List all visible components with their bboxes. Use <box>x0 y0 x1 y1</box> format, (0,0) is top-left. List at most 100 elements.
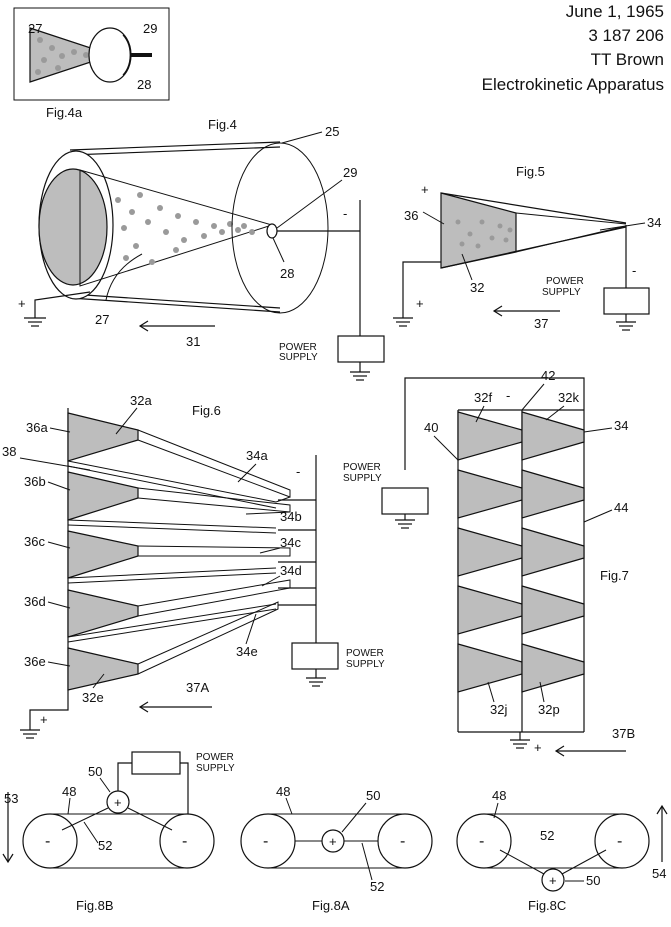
fig4-caption: Fig.4 <box>208 117 237 132</box>
fig6-minus: - <box>296 464 300 479</box>
fig8a-label-48: 48 <box>276 784 290 799</box>
fig8a-label-52: 52 <box>370 879 384 894</box>
fig7-minus: - <box>506 388 510 403</box>
fig4-ground-wire <box>34 291 91 318</box>
fig4-top-edge <box>69 141 281 151</box>
header-date: June 1, 1965 <box>566 2 664 21</box>
fig8b-label-50: 50 <box>88 764 102 779</box>
fig7-label-34: 34 <box>614 418 628 433</box>
fig7-label-32j: 32j <box>490 702 507 717</box>
fig8b-minus-left: - <box>45 833 50 850</box>
fig6-plus: + <box>40 712 48 727</box>
fig8c-label-54: 54 <box>652 866 666 881</box>
fig5-plus-top: + <box>421 182 429 197</box>
fig5-minus: - <box>632 263 636 278</box>
fig8c-wire-electrode <box>541 868 565 892</box>
fig6-label-36e: 36e <box>24 654 46 669</box>
fig6-label-38: 38 <box>2 444 16 459</box>
fig4-supply-label-2: SUPPLY <box>279 352 318 363</box>
fig4a: 27 29 28 Fig.4a <box>13 7 170 120</box>
fig7-label-42: 42 <box>541 368 555 383</box>
fig7-neg-wire <box>404 377 585 470</box>
fig8b-plus: + <box>114 795 122 810</box>
fig5-label-34: 34 <box>647 215 661 230</box>
fig6-label-36d: 36d <box>24 594 46 609</box>
fig6-caption: Fig.6 <box>192 403 221 418</box>
fig5-supply-label-1: POWER <box>546 276 584 287</box>
fig8a-label-50: 50 <box>366 788 380 803</box>
fig4a-particles <box>35 37 89 75</box>
fig8a-plus: + <box>329 834 337 849</box>
fig8c-label-48: 48 <box>492 788 506 803</box>
fig8a-minus-right: - <box>400 833 405 850</box>
fig8a-caption: Fig.8A <box>312 898 350 913</box>
fig6-label-34c: 34c <box>280 535 301 550</box>
fig8c-plus: + <box>549 873 557 888</box>
fig6-label-36c: 36c <box>24 534 45 549</box>
fig6-label-37A: 37A <box>186 680 209 695</box>
fig5-caption: Fig.5 <box>516 164 545 179</box>
fig7-label-32f: 32f <box>474 390 492 405</box>
fig8b-label-53: 53 <box>4 791 18 806</box>
fig5-ground-wire <box>402 261 441 318</box>
fig6-supply-label-1: POWER <box>346 648 384 659</box>
fig6: Fig.6 - POWER <box>2 393 385 739</box>
header-block: June 1, 1965 3 187 206 TT Brown Electrok… <box>482 2 664 94</box>
fig6-label-36a: 36a <box>26 420 48 435</box>
fig8b-caption: Fig.8B <box>76 898 114 913</box>
fig6-emitter-e <box>67 647 139 691</box>
fig5-plus-bottom: + <box>416 296 424 311</box>
fig8c-minus-right: - <box>617 833 622 850</box>
fig6-emitter-c <box>67 530 139 579</box>
fig4-label-28: 28 <box>280 266 294 281</box>
fig6-emitter-d <box>67 589 139 638</box>
fig5-power-supply <box>603 287 650 315</box>
fig4-electrode-tip <box>266 223 278 239</box>
fig7-label-44: 44 <box>614 500 628 515</box>
fig6-ground-wire <box>29 690 69 730</box>
fig6-label-34e: 34e <box>236 644 258 659</box>
fig8a: - + - 48 50 52 Fig.8A <box>240 784 433 913</box>
header-inventor: TT Brown <box>591 50 664 69</box>
fig4: Fig.4 POWER SUPPLY + - <box>18 117 385 381</box>
fig8b-label-52: 52 <box>98 838 112 853</box>
fig4-particles <box>115 192 255 265</box>
fig4-plus: + <box>18 296 26 311</box>
fig4-cone <box>79 169 274 287</box>
header-title: Electrokinetic Apparatus <box>482 75 664 94</box>
fig8c-minus-left: - <box>479 833 484 850</box>
fig7-supply-label-1: POWER <box>343 462 381 473</box>
fig8c-label-52: 52 <box>540 828 554 843</box>
fig8b: 53 POWER SUPPLY - + - 48 50 52 Fig.8B <box>2 751 235 913</box>
fig5-label-32: 32 <box>470 280 484 295</box>
fig4a-caption: Fig.4a <box>46 105 83 120</box>
fig4-label-29: 29 <box>343 165 357 180</box>
header-patent-number: 3 187 206 <box>588 26 664 45</box>
fig4-emitter <box>38 168 108 286</box>
fig4a-label-28: 28 <box>137 77 151 92</box>
fig5-particles <box>455 219 513 249</box>
fig4-label-31: 31 <box>186 334 200 349</box>
fig7-power-supply <box>381 487 429 515</box>
fig6-label-34d: 34d <box>280 563 302 578</box>
fig4a-cone <box>29 27 114 83</box>
fig7-supply-label-2: SUPPLY <box>343 473 382 484</box>
fig8b-minus-right: - <box>182 833 187 850</box>
fig5: Fig.5 + 36 34 32 - POWER SUPPLY + <box>393 164 661 331</box>
fig8b-supply-label-2: SUPPLY <box>196 763 235 774</box>
fig6-label-32a: 32a <box>130 393 152 408</box>
fig4a-label-29: 29 <box>143 21 157 36</box>
fig8c: - - + 48 52 50 54 Fig.8C <box>456 788 668 913</box>
fig6-label-34b: 34b <box>280 509 302 524</box>
fig5-supply-label-2: SUPPLY <box>542 287 581 298</box>
fig7-plus: + <box>534 740 542 755</box>
fig6-supply-label-2: SUPPLY <box>346 659 385 670</box>
fig7-caption: Fig.7 <box>600 568 629 583</box>
fig7-label-37B: 37B <box>612 726 635 741</box>
fig8b-power-supply <box>131 751 181 775</box>
fig7-label-40: 40 <box>424 420 438 435</box>
fig8c-caption: Fig.8C <box>528 898 566 913</box>
fig6-label-34a: 34a <box>246 448 268 463</box>
fig6-label-32e: 32e <box>82 690 104 705</box>
